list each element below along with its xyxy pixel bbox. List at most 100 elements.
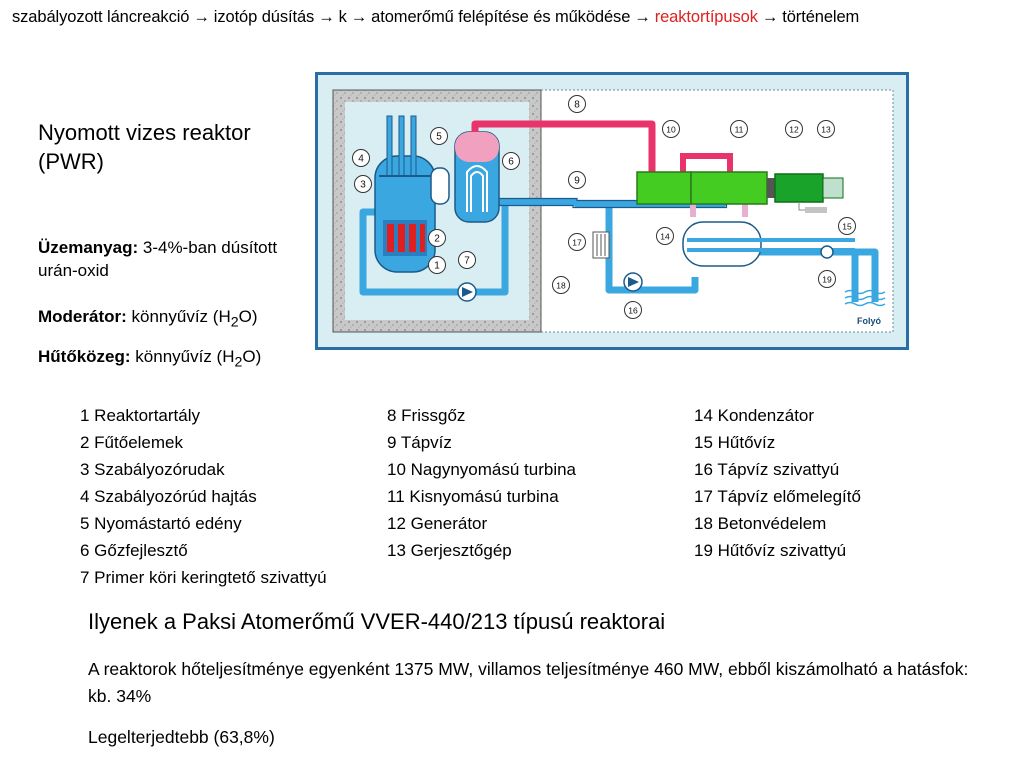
breadcrumb-item[interactable]: szabályozott láncreakció — [12, 8, 190, 26]
legend-item: 11 Kisnyomású turbina — [387, 487, 559, 506]
generator-leads — [798, 202, 827, 213]
breadcrumb: szabályozott láncreakció → izotóp dúsítás →… — [12, 8, 1016, 27]
callout-circle — [568, 171, 586, 189]
legend-item: 7 Primer köri keringtető szivattyú — [80, 568, 327, 587]
legend-column-3: 14 Kondenzátor 15 Hűtővíz 16 Tápvíz szivat… — [694, 402, 861, 564]
paks-heading: Ilyenek a Paksi Atomerőmű VVER-440/213 t… — [88, 609, 666, 634]
cooling-pump — [820, 245, 834, 259]
fuel-value: 3-4%-ban dúsított urán-oxid — [38, 238, 278, 280]
callout-circle — [568, 233, 586, 251]
page-title: Nyomott vizes reaktor (PWR) — [38, 118, 251, 176]
callout-circle — [352, 149, 370, 167]
legend-item: 14 Kondenzátor — [694, 406, 815, 425]
pressurizer — [430, 167, 450, 205]
legend-column-1: 1 Reaktortartály 2 Fűtőelemek 3 Szabályozó… — [80, 402, 327, 591]
legend-item: 9 Tápvíz — [387, 433, 452, 452]
callout-number: 9 — [574, 176, 580, 187]
legend-item: 18 Betonvédelem — [694, 514, 827, 533]
callout-circle — [730, 120, 748, 138]
generator — [774, 173, 824, 203]
legend-item: 3 Szabályozórudak — [80, 460, 225, 479]
moderator-subscript: 2 — [230, 314, 239, 331]
callout-number: 15 — [842, 222, 852, 232]
callout-circle — [354, 175, 372, 193]
condenser — [682, 221, 762, 267]
callout-number: 3 — [360, 180, 366, 191]
coolant-subscript: 2 — [234, 354, 243, 371]
breadcrumb-item[interactable]: atomerőmű felépítése és működése — [371, 8, 631, 26]
legend-item: 13 Gerjesztőgép — [387, 541, 512, 560]
coolant-label: Hűtőközeg: — [38, 347, 131, 366]
callout-circle — [428, 229, 446, 247]
callout-circle — [502, 152, 520, 170]
callout-number: 18 — [556, 281, 566, 291]
callout-number: 2 — [434, 234, 440, 245]
breadcrumb-arrow-icon: → — [634, 8, 651, 26]
legend-item: 1 Reaktortartály — [80, 406, 200, 425]
callout-circle — [838, 217, 856, 235]
river-label: Folyó — [857, 316, 882, 326]
breadcrumb-item[interactable]: történelem — [782, 8, 860, 26]
callout-circle — [662, 120, 680, 138]
callout-number: 5 — [436, 132, 442, 143]
hp-turbine — [636, 171, 692, 205]
coolant-end: O) — [242, 347, 262, 366]
callout-circle — [430, 127, 448, 145]
fuel-property: Üzemanyag: 3-4%-ban dúsított urán-oxid — [38, 236, 308, 282]
callout-number: 19 — [822, 275, 832, 285]
legend-item: 4 Szabályozórúd hajtás — [80, 487, 257, 506]
breadcrumb-item[interactable]: izotóp dúsítás — [213, 8, 315, 26]
callout-circle — [428, 256, 446, 274]
exhaust-pipes — [690, 204, 748, 217]
paks-description: A reaktorok hőteljesítménye egyenként 13… — [88, 659, 969, 706]
legend-item: 12 Generátor — [387, 514, 488, 533]
callout-number: 4 — [358, 154, 364, 165]
coolant-property: Hűtőközeg: könnyűvíz (H2O) — [38, 345, 261, 374]
callout-circle — [785, 120, 803, 138]
callout-circle — [817, 120, 835, 138]
callout-number: 14 — [660, 232, 670, 242]
callout-circle — [458, 251, 476, 269]
callout-number: 10 — [666, 125, 676, 135]
moderator-value: könnyűvíz (H — [131, 307, 231, 326]
callout-number: 13 — [821, 125, 831, 135]
reactor-vessel — [374, 115, 436, 273]
river — [844, 289, 886, 307]
breadcrumb-arrow-icon: → — [350, 8, 368, 26]
moderator-property: Moderátor: könnyűvíz (H2O) — [38, 305, 257, 334]
callout-number: 8 — [574, 100, 580, 111]
callout-number: 12 — [789, 125, 799, 135]
callout-circle — [818, 270, 836, 288]
primary-loop-pipe — [465, 198, 509, 296]
callout-circle — [656, 227, 674, 245]
callout-number: 7 — [464, 256, 470, 267]
callout-circle — [624, 301, 642, 319]
legend-item: 16 Tápvíz szivattyú — [694, 460, 840, 479]
callout-circle — [568, 95, 586, 113]
callout-number: 11 — [735, 125, 744, 135]
coolant-value: könnyűvíz (H — [135, 347, 235, 366]
title-line-1: Nyomott vizes reaktor — [38, 120, 251, 145]
paks-note: Legelterjedtebb (63,8%) — [88, 727, 275, 747]
breadcrumb-item[interactable]: k — [338, 8, 347, 26]
moderator-end: O) — [238, 307, 258, 326]
shaft — [767, 178, 775, 198]
breadcrumb-item[interactable]: reaktortípusok — [654, 8, 758, 26]
fuel-label: Üzemanyag: — [38, 238, 139, 257]
legend-item: 6 Gőzfejlesztő — [80, 541, 188, 560]
reheat-pipe — [680, 153, 733, 172]
callout-number: 16 — [628, 306, 638, 316]
legend-item: 2 Fűtőelemek — [80, 433, 183, 452]
steam-generator — [454, 131, 500, 223]
moderator-label: Moderátor: — [38, 307, 127, 326]
exciter — [822, 177, 844, 199]
breadcrumb-arrow-icon: → — [761, 8, 779, 26]
legend-item: 19 Hűtővíz szivattyú — [694, 541, 847, 560]
title-line-2: (PWR) — [38, 149, 104, 174]
callout-number: 17 — [572, 238, 582, 248]
legend-item: 15 Hűtővíz — [694, 433, 776, 452]
legend-item: 8 Frissgőz — [387, 406, 466, 425]
